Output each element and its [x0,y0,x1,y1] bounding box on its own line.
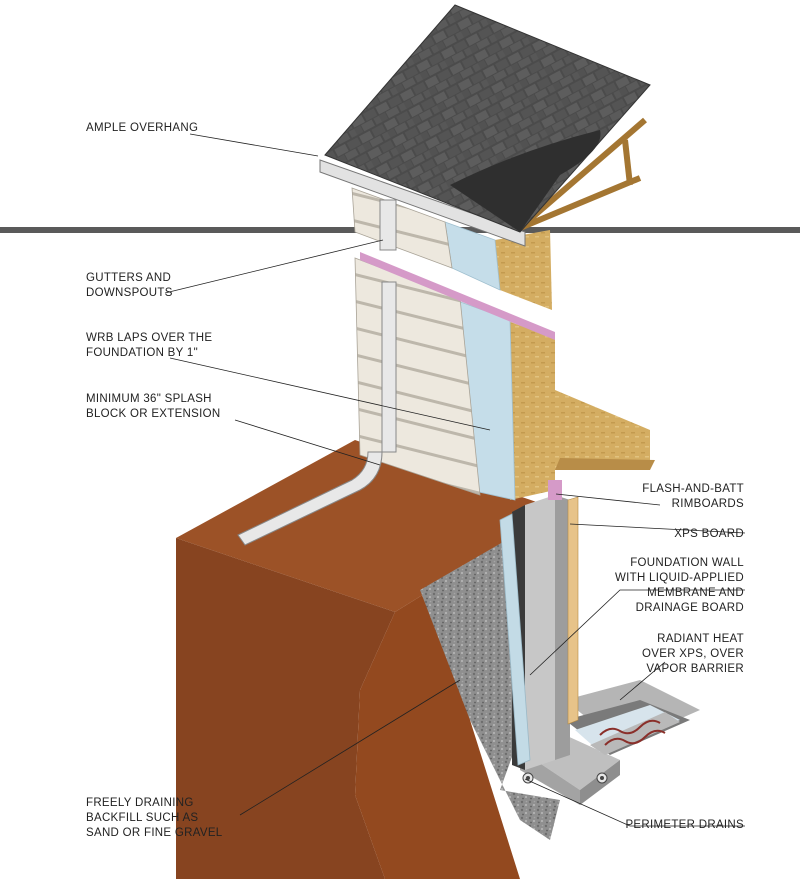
label-perimeter-drains: PERIMETER DRAINS [625,819,744,831]
label-backfill: FREELY DRAINING BACKFILL SUCH AS SAND OR… [86,797,223,839]
wall-sheathing [505,320,555,500]
roof-truss [518,117,647,231]
label-xps-board: XPS BOARD [674,528,744,540]
label-flash-and-batt: FLASH-AND-BATT RIMBOARDS [642,483,744,510]
slab [565,680,700,755]
roof-shingles [324,4,651,233]
leader-lines [164,133,746,827]
rimboard-floor [548,390,655,500]
downspout [237,199,397,546]
radiant-heat-tubing [599,719,666,746]
gutter [319,159,526,247]
basement-stud [567,496,579,725]
label-ample-overhang: AMPLE OVERHANG [86,122,199,134]
upper-siding [351,187,453,269]
label-foundation-wall: FOUNDATION WALL WITH LIQUID-APPLIED MEMB… [614,557,744,614]
insulation-strip [360,252,555,340]
foundation-xps [499,513,531,766]
label-splash-block: MINIMUM 36" SPLASH BLOCK OR EXTENSION [86,393,221,420]
roof-underlayment [450,130,601,232]
label-gutters-downspouts: GUTTERS AND DOWNSPOUTS [86,272,173,299]
gravel-backfill [420,535,560,840]
label-radiant-heat: RADIANT HEAT OVER XPS, OVER VAPOR BARRIE… [642,633,744,675]
perimeter-drain-pipes [522,772,608,784]
label-wrb-laps: WRB LAPS OVER THE FOUNDATION BY 1" [86,332,213,359]
upper-sheathing [495,230,552,310]
